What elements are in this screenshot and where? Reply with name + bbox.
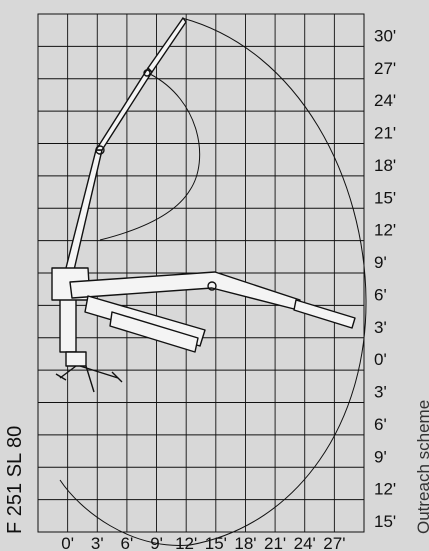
grid-lines (38, 14, 364, 532)
x-tick-label: 21' (264, 534, 286, 551)
x-axis-labels: 0' 3' 6' 9' 12' 15' 18' 21' 24' 27' (61, 534, 345, 551)
y-tick-label: 30' (374, 26, 396, 45)
y-tick-label: 15' (374, 188, 396, 207)
outreach-envelope (59, 17, 367, 546)
crane-drawing (51, 17, 356, 393)
y-tick-label: 18' (374, 156, 396, 175)
y-axis-labels: 30' 27' 24' 21' 18' 15' 12' 9' 6' 3' 0' 3' 6' 9' 12' 15… (374, 26, 396, 531)
y-tick-label: 12' (374, 221, 396, 240)
x-tick-label: 18' (234, 534, 256, 551)
x-tick-label: 0' (61, 534, 74, 551)
x-tick-label: 15' (205, 534, 227, 551)
y-tick-label: 15' (374, 512, 396, 531)
x-tick-label: 9' (150, 534, 163, 551)
x-tick-label: 24' (294, 534, 316, 551)
y-tick-label: 0' (374, 350, 387, 369)
y-tick-label: 9' (374, 253, 387, 272)
y-tick-label: 27' (374, 59, 396, 78)
model-name: F 251 SL 80 (4, 425, 26, 534)
y-tick-label: 9' (374, 447, 387, 466)
y-tick-label: 21' (374, 124, 396, 143)
x-tick-label: 3' (91, 534, 104, 551)
diagram-caption: Outreach scheme (414, 399, 429, 534)
y-tick-label: 6' (374, 415, 387, 434)
y-tick-label: 24' (374, 91, 396, 110)
x-tick-label: 27' (323, 534, 345, 551)
x-tick-label: 12' (175, 534, 197, 551)
y-tick-label: 12' (374, 480, 396, 499)
y-tick-label: 3' (374, 318, 387, 337)
x-tick-label: 6' (121, 534, 134, 551)
y-tick-label: 3' (374, 383, 387, 402)
y-tick-label: 6' (374, 285, 387, 304)
